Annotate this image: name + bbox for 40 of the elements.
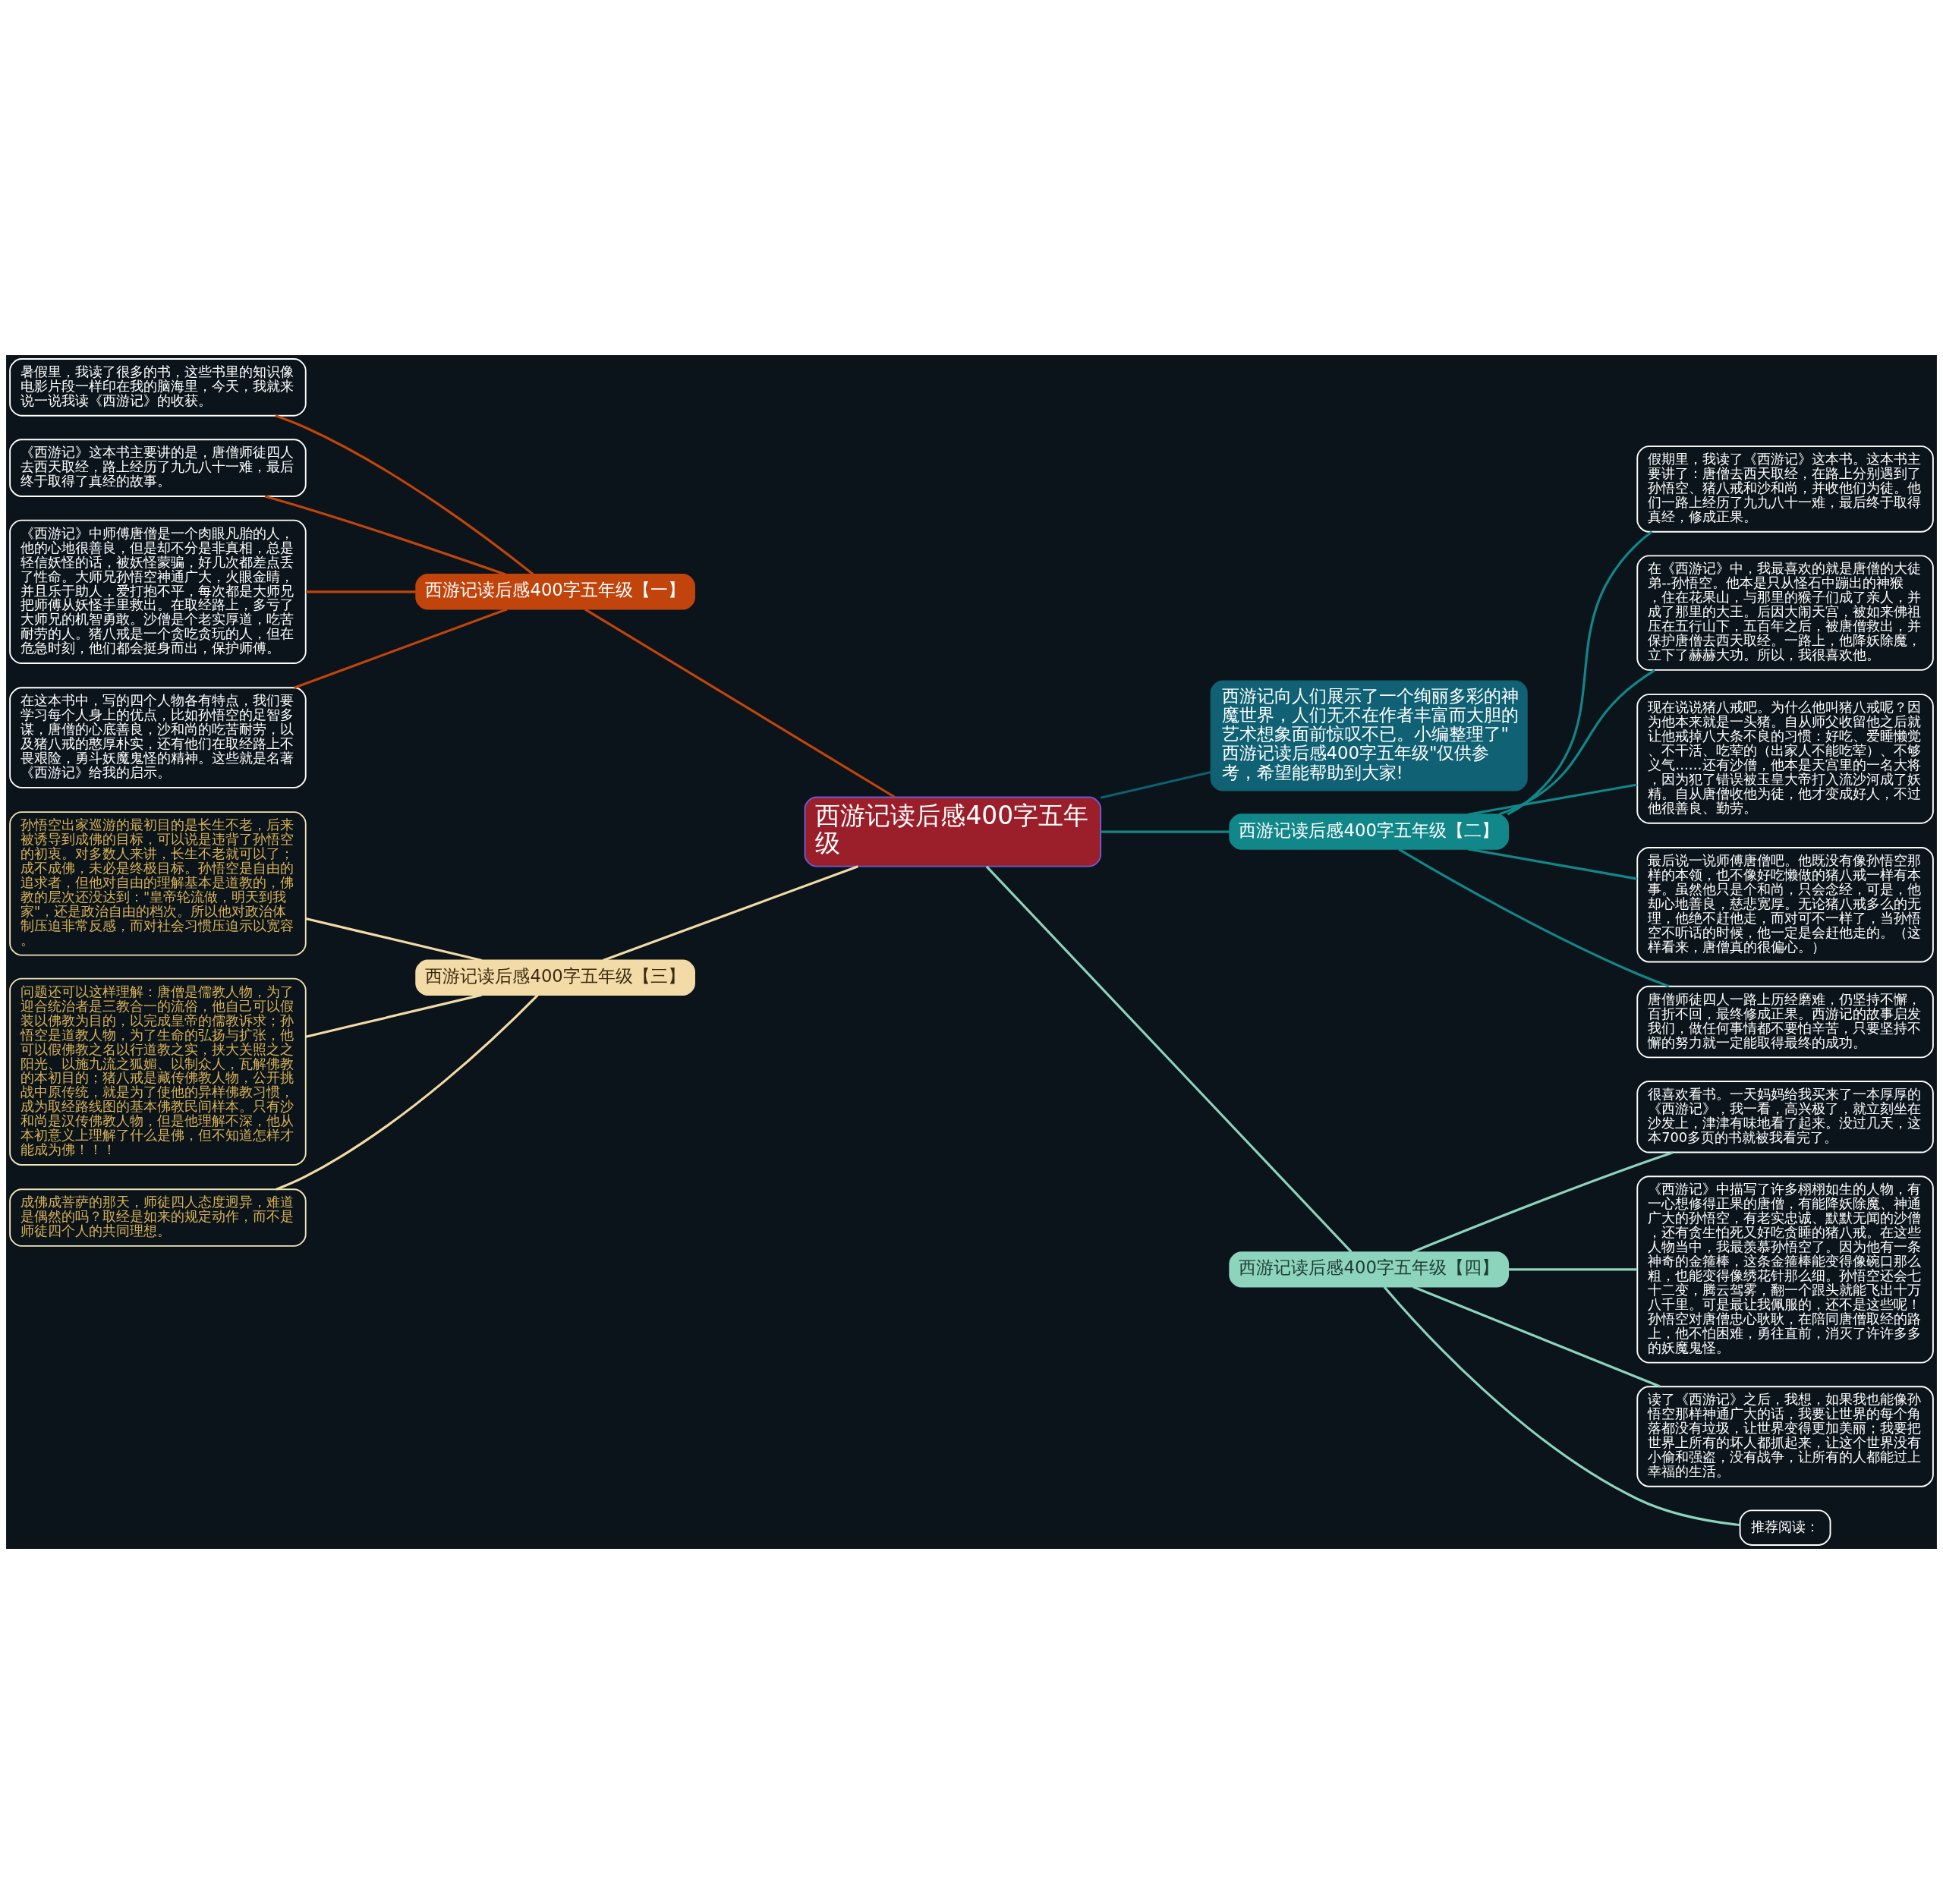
node-box: 西游记读后感400字五年级 xyxy=(804,796,1102,867)
node-box: 《西游记》中师傅唐僧是一个肉眼凡胎的人，他的心地很善良，但是却不分是非真相，总是轻信妖怪的话，被妖怪蒙骗，好几次都差点丢了性命。大师兄孙悟空神通广大，火眼金睛，并且乐于助人，爱打抱不平，每次都是大师兄把师傅从妖怪手里救出。在取经路上，多亏了大师兄的机智勇敢。沙僧是个老实厚道，吃苦耐劳的人。猪八戒是一个贪吃贪玩的人，但在危急时刻，他们都会挺身而出，保护师傅。 xyxy=(9,519,307,664)
connector xyxy=(305,917,482,962)
node-box: 西游记读后感400字五年级【四】 xyxy=(1229,1251,1510,1288)
connector xyxy=(985,865,1353,1253)
connector xyxy=(264,495,506,576)
node-box: 现在说说猪八戒吧。为什么他叫猪八戒呢？因为他本来就是一头猪。自从师父收留他之后就让他戒掉八大条不良的习惯：好吃、爱睡懒觉、不干活、吃荤的（出家人不能吃荤）、不够义气……还有沙僧，他本是天宫里的一名大将，因为犯了错误被玉皇大帝打入流沙河成了妖精。自从唐僧收他为徒，他才变成好人，不过他很善良、勤劳。 xyxy=(1636,694,1934,824)
connector xyxy=(1383,1286,1740,1527)
node-box: 暑假里，我读了很多的书，这些书里的知识像电影片段一样印在我的脑海里，今天，我就来说一说我读《西游记》的收获。 xyxy=(9,358,307,417)
node-box: 很喜欢看书。一天妈妈给我买来了一本厚厚的《西游记》，我一看，高兴极了，就立刻坐在沙发上，津津有味地看了起来。没过几天，这本700多页的书就被我看完了。 xyxy=(1636,1081,1934,1153)
connector xyxy=(1101,830,1230,833)
connector xyxy=(1468,783,1638,816)
node-box: 西游记向人们展示了一个绚丽多彩的神魔世界，人们无不在作者丰富而大胆的艺术想象面前惊叹不已。小编整理了"西游记读后感400字五年级"仅供参考，希望能帮助到大家! xyxy=(1210,680,1528,791)
node-box: 西游记读后感400字五年级【二】 xyxy=(1229,814,1510,850)
node-box: 西游记读后感400字五年级【一】 xyxy=(415,574,695,610)
node-box: 《西游记》中描写了许多栩栩如生的人物，有一心想修得正果的唐僧，有能降妖除魔、神通广大的孙悟空，有老实忠诚、默默无闻的沙僧，还有贪生怕死又好吃贪睡的猪八戒。在这些人物当中，我最羡慕孙悟空了。因为他有一条神奇的金箍棒，这条金箍棒能变得像碗口那么粗，也能变得像绣花针那么细。孙悟空还会七十二变，腾云驾雾，翻一个跟头就能飞出十万八千里。可是最让我佩服的，还不是这些呢！孙悟空对唐僧忠心耿耿，在陪同唐僧取经的路上，他不怕困难，勇往直前，消灭了许许多多的妖魔鬼怪。 xyxy=(1636,1175,1934,1364)
node-box: 读了《西游记》之后，我想，如果我也能像孙悟空那样神通广大的话，我要让世界的每个角落都没有垃圾，让世界变得更加美丽；我要把世界上所有的坏人都抓起来，让这个世界没有小偷和强盗，没有战争，让所有的人都能过上幸福的生活。 xyxy=(1636,1386,1934,1487)
connector xyxy=(294,608,508,689)
node-box: 成佛成菩萨的那天，师徒四人态度迥异，难道是偶然的吗？取经是如来的规定动作，而不是师徒四个人的共同理想。 xyxy=(9,1188,307,1247)
connector xyxy=(584,608,896,798)
connector xyxy=(1412,1286,1661,1388)
node-box: 问题还可以这样理解：唐僧是儒教人物，为了迎合统治者是三教合一的流俗，他自己可以假装以佛教为目的，以完成皇帝的儒教诉求；孙悟空是道教人物，为了生命的弘扬与扩张，他可以假佛教之名以行道教之实，挟大关照之之阳光、以施九流之狐媚、以制众人，瓦解佛教的本初目的；猪八戒是藏传佛教人物，公开挑战中原传统，就是为了使他的异样佛教习惯，成为取经路线图的基本佛教民间样本。只有沙和尚是汉传佛教人物，但是他理解不深，他从本初意义上理解了什么是佛，但不知道怎样才能成为佛！！！ xyxy=(9,977,307,1166)
node-box: 推荐阅读： xyxy=(1739,1509,1831,1546)
connector xyxy=(1508,1268,1638,1271)
connector xyxy=(1507,530,1653,816)
connector xyxy=(603,865,858,961)
connector xyxy=(275,414,534,576)
connector xyxy=(305,993,482,1038)
node-box: 孙悟空出家巡游的最初目的是长生不老，后来被诱导到成佛的目标，可以说是违背了孙悟空的初衷。对多数人来讲，长生不老就可以了；成不成佛，未必是终极目标。孙悟空是自由的追求者，但他对自由的理解基本是道教的，佛教的层次还没达到："皇帝轮流做，明天到我家"，还是政治自由的档次。所以他对政治体制压迫非常反感，而对社会习惯压迫示以宽容。 xyxy=(9,811,307,956)
connector xyxy=(1468,848,1638,880)
node-box: 在这本书中，写的四个人物各有特点，我们要学习每个人身上的优点，比如孙悟空的足智多谋，唐僧的心底善良，沙和尚的吃苦耐劳，以及猪八戒的憨厚朴实，还有他们在取经路上不畏艰险，勇斗妖魔鬼怪的精神。这些就是名著《西游记》给我的启示。 xyxy=(9,687,307,788)
node-box: 在《西游记》中，我最喜欢的就是唐僧的大徒弟--孙悟空。他本是只从怪石中蹦出的神猴，住在花果山，与那里的猴子们成了亲人，并成了那里的大王。后因大闹天宫，被如来佛祖压在五行山下，五百年之后，被唐僧救出，并保护唐僧去西天取经。一路上，他降妖除魔，立下了赫赫大功。所以，我很喜欢他。 xyxy=(1636,555,1934,671)
node-box: 假期里，我读了《西游记》这本书。这本书主要讲了：唐僧去西天取经，在路上分别遇到了孙悟空、猪八戒和沙和尚，并收他们为徒。他们一路上经历了九九八十一难，最后终于取得真经，修成正果。 xyxy=(1636,445,1934,533)
connector xyxy=(1498,669,1656,816)
node-box: 唐僧师徒四人一路上历经磨难，仍坚持不懈，百折不回，最终修成正果。西游记的故事启发我们，做任何事情都不要怕辛苦，只要坚持不懈的努力就一定能取得最终的成功。 xyxy=(1636,985,1934,1059)
connector xyxy=(305,590,416,593)
node-box: 西游记读后感400字五年级【三】 xyxy=(415,959,695,996)
node-box: 最后说一说师傅唐僧吧。他既没有像孙悟空那样的本领，也不像好吃懒做的猪八戒一样有本事。虽然他只是个和尚，只会念经，可是，他却心地善良，慈悲宽厚。无论猪八戒多么的无理，他绝不赶他走，而对可不一样了，当孙悟空不听话的时候，他一定是会赶他走的。（这样看来，唐僧真的很偏心。） xyxy=(1636,847,1934,963)
node-box: 《西游记》这本书主要讲的是，唐僧师徒四人去西天取经，路上经历了九九八十一难，最后终于取得了真经的故事。 xyxy=(9,439,307,497)
connector xyxy=(1100,771,1211,799)
